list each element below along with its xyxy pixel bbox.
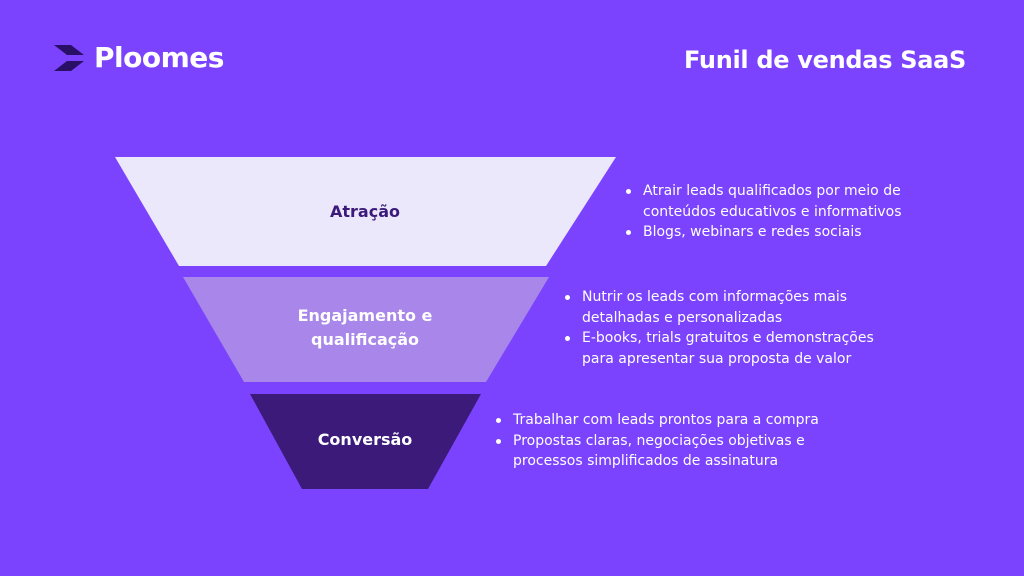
- stage-3-notes: Trabalhar com leads prontos para a compr…: [494, 410, 834, 472]
- stage-1-notes: Atrair leads qualificados por meio de co…: [624, 181, 924, 243]
- stage-2-note: E-books, trials gratuitos e demonstraçõe…: [563, 328, 893, 369]
- diagram-title: Funil de vendas SaaS: [684, 46, 966, 74]
- funnel-stage-2-shape: [183, 277, 549, 382]
- funnel-stage-2-label: Engajamento e qualificação: [297, 306, 433, 349]
- stage-3-note: Trabalhar com leads prontos para a compr…: [494, 410, 834, 431]
- brand-name: Ploomes: [94, 41, 224, 74]
- stage-1-note: Blogs, webinars e redes sociais: [624, 222, 924, 243]
- funnel-stage-1-shape: [115, 157, 616, 266]
- stage-1-note: Atrair leads qualificados por meio de co…: [624, 181, 924, 222]
- stage-2-note: Nutrir os leads com informações mais det…: [563, 287, 893, 328]
- funnel-stage-1-label: Atração: [330, 202, 400, 221]
- funnel-stage-3-label: Conversão: [317, 430, 413, 449]
- brand-logo: Ploomes: [54, 40, 224, 76]
- funnel-stage-3-shape: [250, 394, 481, 489]
- ploomes-arrow-icon: [54, 45, 84, 71]
- stage-3-note: Propostas claras, negociações objetivas …: [494, 431, 834, 472]
- stage-2-notes: Nutrir os leads com informações mais det…: [563, 287, 893, 369]
